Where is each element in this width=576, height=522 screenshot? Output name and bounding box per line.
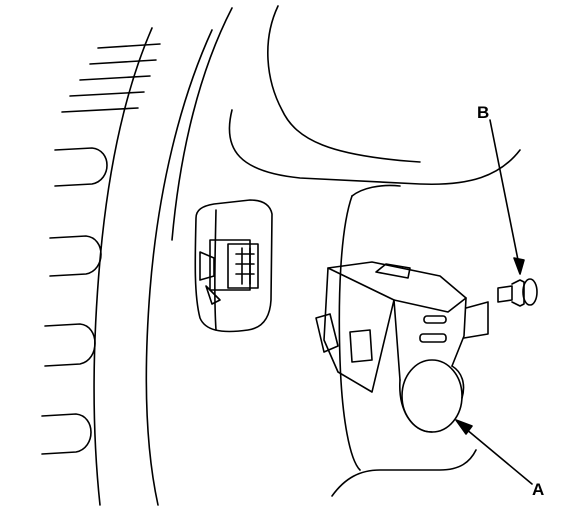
retainer-clip <box>497 278 538 307</box>
callout-a-label: A <box>532 480 545 499</box>
parking-sensor <box>315 261 489 433</box>
left-trim-panel <box>41 7 233 506</box>
sensor-mounting-opening <box>338 184 401 471</box>
leader-arrows <box>455 119 533 485</box>
harness-connector <box>194 199 273 333</box>
callout-b-label: B <box>477 103 490 122</box>
bumper-contour <box>214 5 521 497</box>
